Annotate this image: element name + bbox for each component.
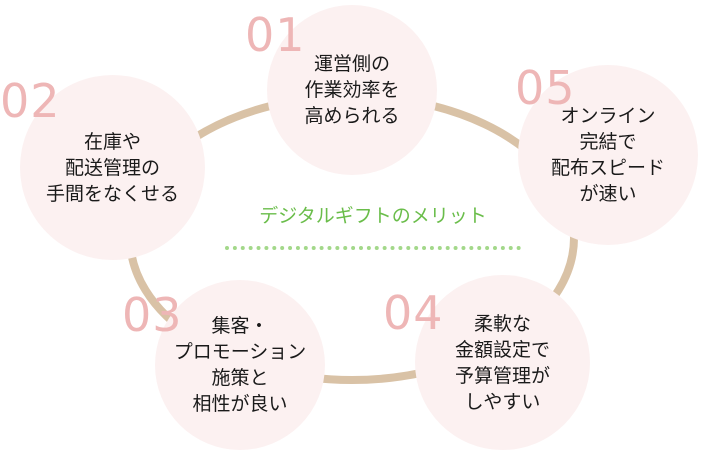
merit-number-03: 03 [122, 288, 183, 342]
merit-text-01: 運営側の 作業効率を 高められる [304, 53, 400, 127]
merit-bubble-02: 在庫や 配送管理の 手間をなくせる [20, 75, 205, 260]
merit-number-02: 02 [0, 74, 61, 128]
center-dotted-underline [225, 246, 521, 250]
merit-bubble-03: 集客・ プロモーション 施策と 相性が良い [155, 280, 325, 450]
merit-bubble-01: 運営側の 作業効率を 高められる [267, 5, 437, 175]
center-title: デジタルギフトのメリット [259, 205, 487, 227]
merit-text-04: 柔軟な 金額設定で 予算管理が しやすい [454, 312, 550, 413]
merit-number-05: 05 [515, 61, 576, 115]
merit-text-03: 集客・ プロモーション 施策と 相性が良い [173, 315, 307, 415]
merit-text-05: オンライン 完結で 配布スピード が速い [550, 105, 665, 205]
merit-text-02: 在庫や 配送管理の 手間をなくせる [45, 130, 179, 205]
merit-bubble-05: オンライン 完結で 配布スピード が速い [518, 65, 698, 245]
merit-bubble-04: 柔軟な 金額設定で 予算管理が しやすい [415, 275, 590, 450]
merit-number-01: 01 [245, 8, 306, 62]
merit-number-04: 04 [383, 286, 444, 340]
